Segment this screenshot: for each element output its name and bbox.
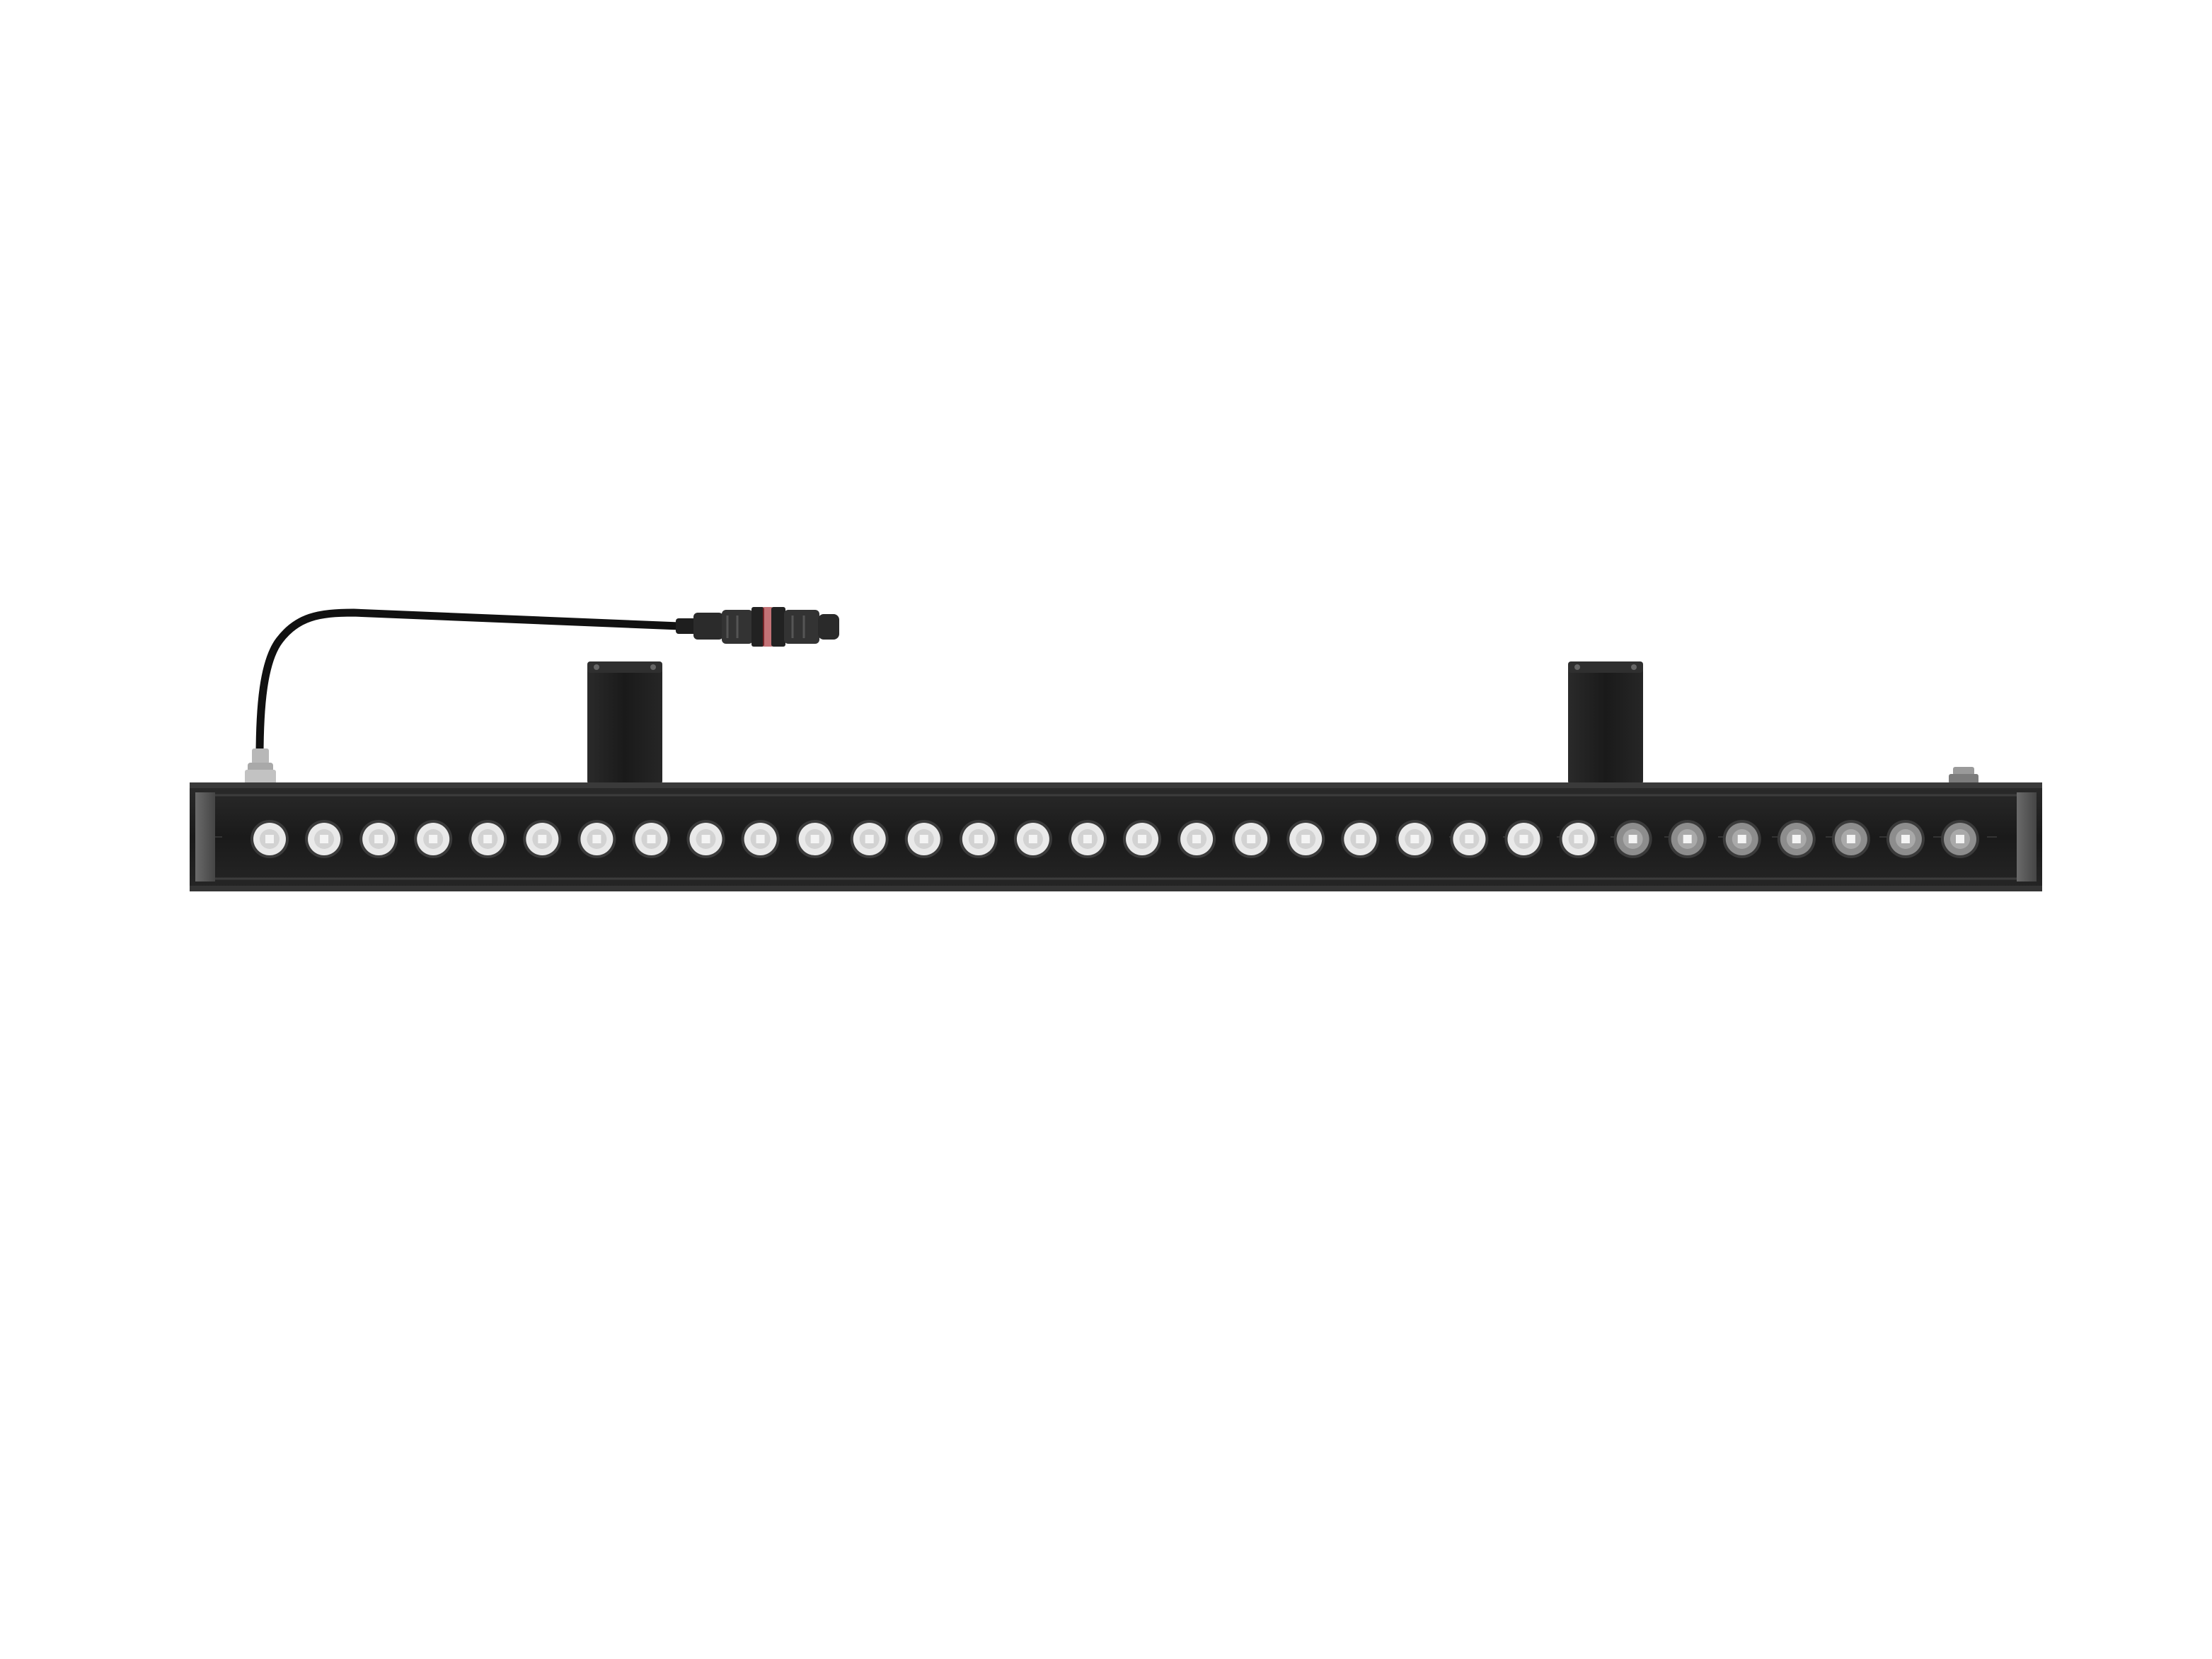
mounting-bracket-right (1568, 661, 1643, 785)
led-lens (850, 820, 889, 858)
led-lens (1777, 820, 1816, 858)
led-lens (795, 820, 834, 858)
cable-gland (245, 748, 276, 785)
vent-plug (1949, 767, 1978, 784)
led-lens (1450, 820, 1489, 858)
led-lens (632, 820, 671, 858)
led-lens (414, 820, 453, 858)
led-lens (1831, 820, 1870, 858)
led-lens (1559, 820, 1598, 858)
led-lens-row (250, 820, 1979, 858)
led-lens (250, 820, 289, 858)
led-lens (468, 820, 507, 858)
led-lens (1668, 820, 1707, 858)
led-lens (1886, 820, 1925, 858)
led-lens (305, 820, 344, 858)
led-lens (523, 820, 562, 858)
end-cap-right (2017, 792, 2037, 881)
end-cap-left (195, 792, 215, 881)
led-lens (1504, 820, 1543, 858)
led-lens (1341, 820, 1380, 858)
led-lens (1232, 820, 1271, 858)
led-lens (1613, 820, 1652, 858)
led-lens (1177, 820, 1216, 858)
led-lens (1722, 820, 1761, 858)
led-lens (1286, 820, 1325, 858)
led-lens (1123, 820, 1162, 858)
waterproof-connector (676, 607, 839, 647)
led-lens (741, 820, 780, 858)
led-lens (359, 820, 398, 858)
led-bar-housing (190, 782, 2042, 891)
led-lens (686, 820, 725, 858)
led-lens (959, 820, 998, 858)
led-lens (1395, 820, 1434, 858)
led-lens (904, 820, 943, 858)
power-cable (255, 608, 684, 761)
led-lens (1013, 820, 1052, 858)
led-lens (577, 820, 616, 858)
led-lens (1068, 820, 1107, 858)
mounting-bracket-left (587, 661, 662, 785)
led-lens (1941, 820, 1979, 858)
